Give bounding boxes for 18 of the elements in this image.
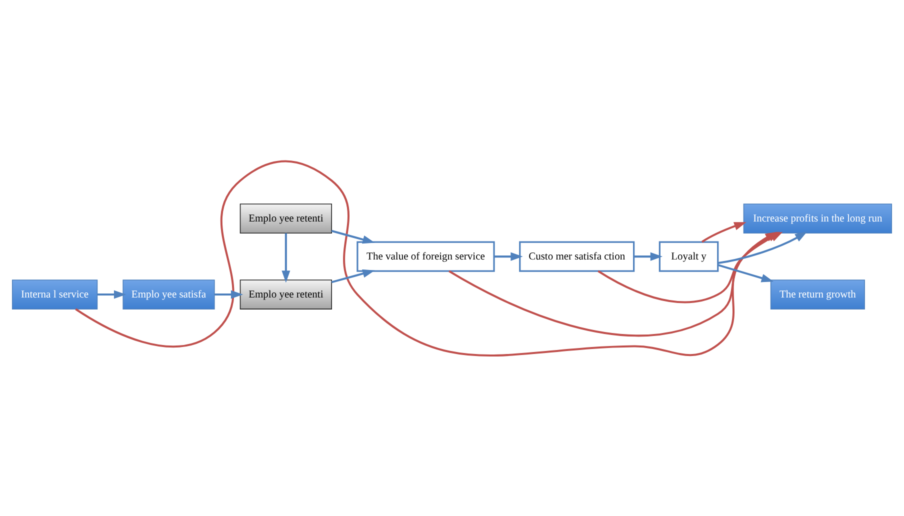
node-box: Interna l service [12,279,98,309]
arrow [331,268,375,283]
arrow [97,290,126,298]
arrow [282,232,290,282]
arrow [634,252,663,260]
arrow [331,229,375,244]
node-box: Loyalt y [658,240,719,272]
node-box: The value of foreign service [356,240,495,272]
node-box: The return growth [770,279,865,309]
node-box: Emplo yee retenti [240,203,332,234]
arrow [701,222,746,242]
node-box: Increase profits in the long run [743,203,892,234]
arrow [494,252,523,260]
node-box: Emplo yee satisfa [122,279,215,309]
node-box: Custo mer satisfa ction [519,240,635,272]
arrow [214,290,244,298]
node-box: Emplo yee retenti [240,279,332,309]
arrow [718,264,774,282]
